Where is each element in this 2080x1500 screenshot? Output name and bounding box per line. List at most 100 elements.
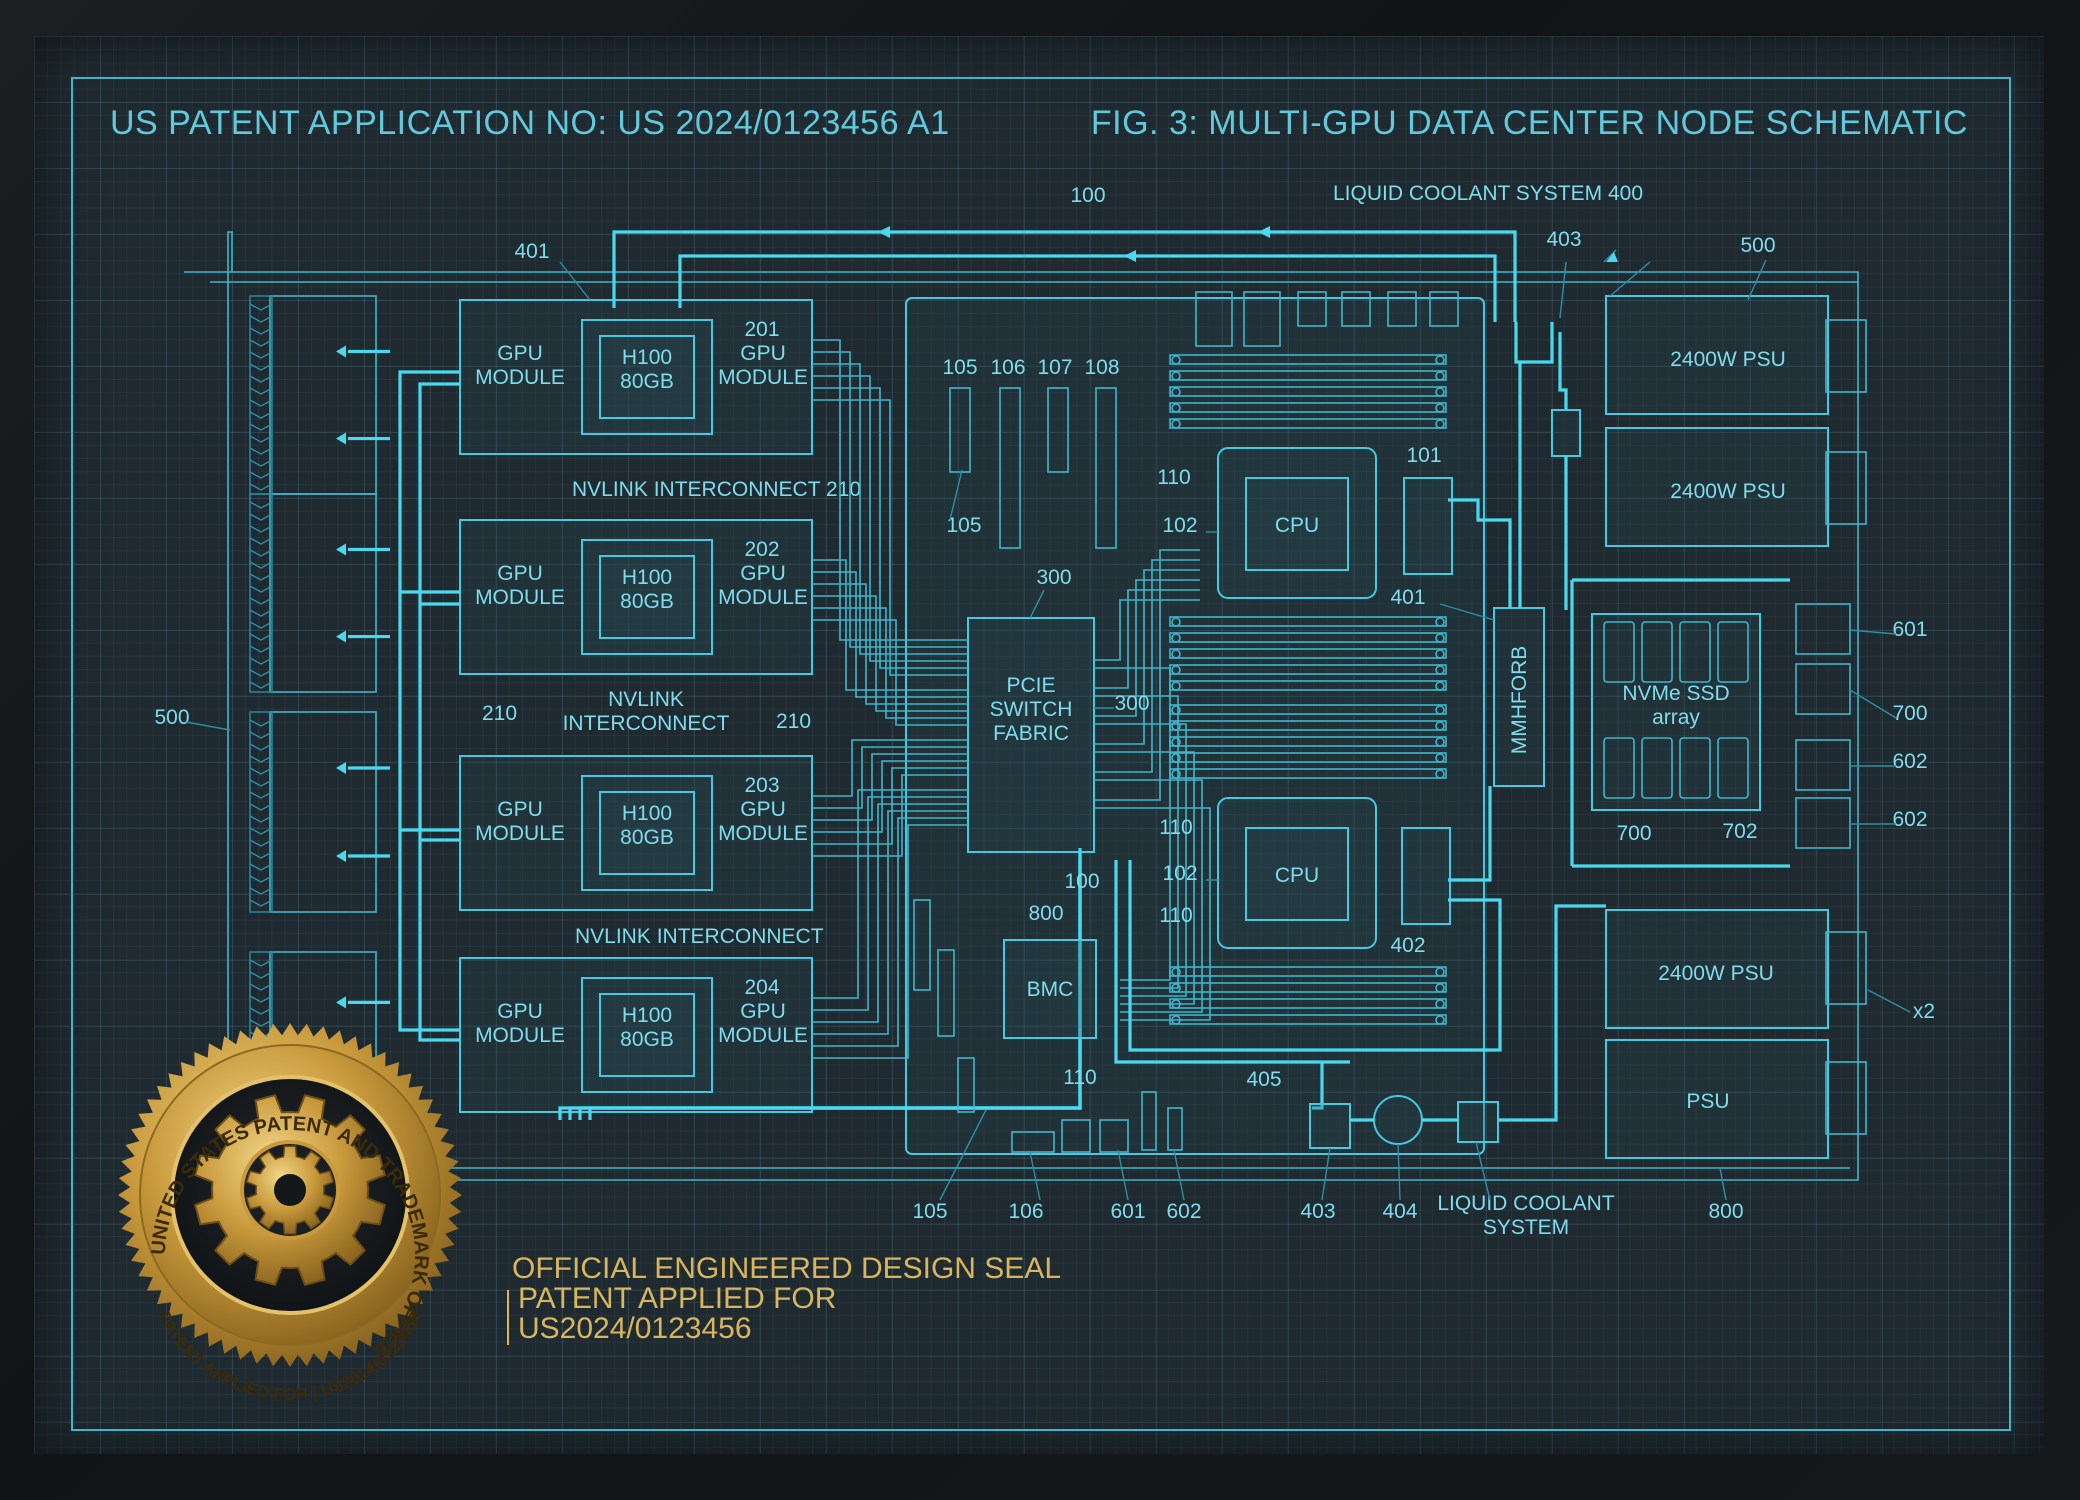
coolant-system-top-label: LIQUID COOLANT SYSTEM 400 [1333,182,1643,205]
pcie-slots [949,291,1459,549]
memory-controller [1493,607,1545,787]
ref-r300a: 300 [1036,566,1071,589]
ref-r110b: 110 [1159,816,1192,839]
ref-r700b: 700 [1616,822,1651,845]
ref-r100_top: 100 [1070,184,1105,207]
seal-caption-line1: OFFICIAL ENGINEERED DESIGN SEAL [512,1252,1061,1285]
gpu-manifold-bus [398,370,460,1042]
psu-label-3: 2400W PSU [1658,962,1774,985]
ref-r110d: 110 [1063,1066,1096,1089]
ref-b800: 800 [1708,1200,1743,1223]
coolant-routing-right [1114,322,1790,1064]
drawing-border [71,77,2011,1431]
ref-r405: 405 [1246,1068,1281,1091]
cpu-cold-plate-bottom [1401,827,1451,925]
ref-r106a: 106 [990,356,1025,379]
coolant-loop-top [612,226,1517,322]
nvlink-interconnect-label-1: NVLINK INTERCONNECT 210 [572,478,861,501]
application-number: US PATENT APPLICATION NO: US 2024/012345… [110,104,950,142]
ref-r110c: 110 [1159,904,1192,927]
ref-r101: 101 [1406,444,1441,467]
network-ports [1795,603,1851,849]
nvme-drives [1603,621,1749,799]
ref-210-left: 210 [482,702,517,725]
bmc-label: BMC [1027,978,1074,1001]
ref-r403_top: 403 [1546,228,1581,251]
bmc-chip [1003,939,1097,1039]
ref-b404: 404 [1382,1200,1417,1223]
ref-r500_left: 500 [154,706,189,729]
gpu-module-ref: 203 [744,774,779,797]
gpu-module-ref: 204 [744,976,779,999]
board-headers [913,899,1183,1153]
ref-r100_mid: 100 [1064,870,1099,893]
ref-r105b: 105 [946,514,981,537]
memory-controller-label: MMHFORB [1508,646,1531,755]
seal-caption-line2: PATENT APPLIED FOR [518,1282,836,1315]
ref-r500_top: 500 [1740,234,1775,257]
ref-r110a: 110 [1157,466,1190,489]
nvme-ssd-array [1591,613,1761,811]
psu-label-2: 2400W PSU [1670,480,1786,503]
psu-label-1: 2400W PSU [1670,348,1786,371]
cpu-socket-top [1217,447,1377,599]
cpu-cold-plate-top [1403,477,1453,575]
ref-b105: 105 [912,1200,947,1223]
gpu-module-ref: 201 [744,318,779,341]
patent-seal: UNITED STATES PATENT AND TRADEMARK OFFIC… [118,1023,462,1367]
ref-b601: 601 [1110,1200,1145,1223]
ref-r401_top: 401 [514,240,549,263]
memory-dimm-rows [1169,354,1447,1025]
ref-r402: 402 [1390,934,1425,957]
ref-r601a: 601 [1892,618,1927,641]
seal-caption-line3: US2024/0123456 [518,1312,752,1345]
ref-r107a: 107 [1037,356,1072,379]
ref-b106: 106 [1008,1200,1043,1223]
cpu-socket-bottom [1217,797,1377,949]
coolant-pumps [1309,904,1606,1149]
pcie-traces [558,339,1211,1120]
ref-r105a: 105 [942,356,977,379]
ref-r102a: 102 [1162,514,1197,537]
ref-r702: 702 [1722,820,1757,843]
nvlink-interconnect-label-3: NVLINK INTERCONNECT [575,925,824,948]
ref-b602: 602 [1166,1200,1201,1223]
ref-rx2: x2 [1913,1000,1935,1023]
gpu-module-ref: 202 [744,538,779,561]
ref-210-right: 210 [776,710,811,733]
ref-r602b: 602 [1892,808,1927,831]
figure-title: FIG. 3: MULTI-GPU DATA CENTER NODE SCHEM… [1091,104,1968,142]
pcie-switch-fabric [967,617,1095,853]
fan-bays [249,295,390,1133]
psu-bays [1605,295,1867,1159]
ref-b403: 403 [1300,1200,1335,1223]
cpu-label-bottom: CPU [1275,864,1319,887]
ref-r602a: 602 [1892,750,1927,773]
ref-r700a: 700 [1892,702,1927,725]
psu-label-4: PSU [1686,1090,1729,1113]
cpu-label-top: CPU [1275,514,1319,537]
ref-r108a: 108 [1084,356,1119,379]
